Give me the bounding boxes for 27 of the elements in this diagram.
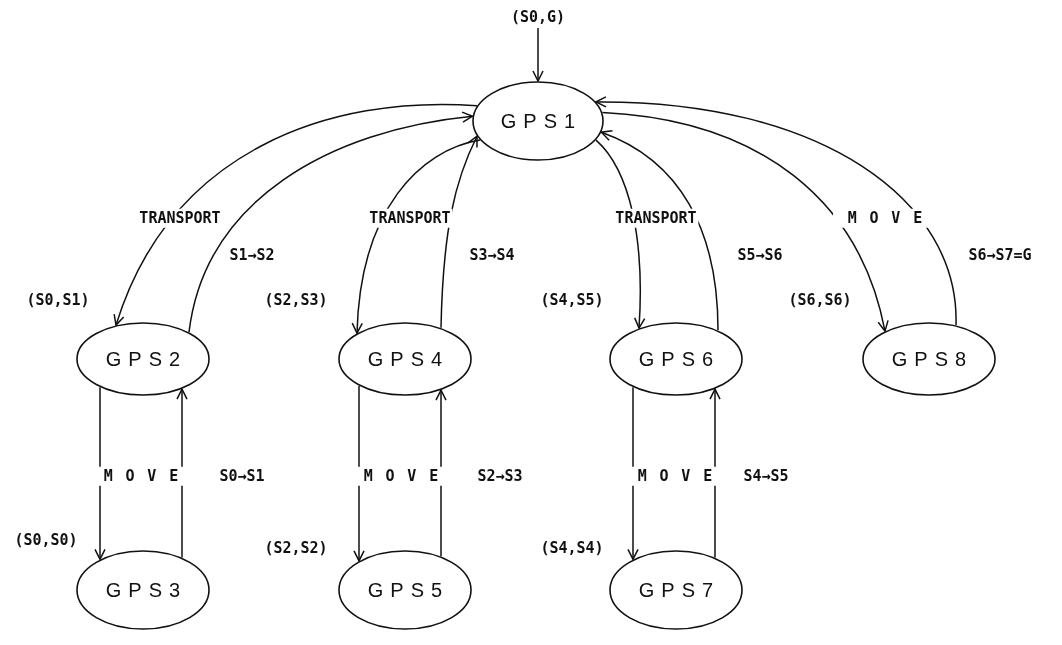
arrow [532, 27, 544, 82]
arrow [440, 135, 478, 329]
arrow [114, 103, 478, 326]
state-name: GPS2 [105, 347, 188, 371]
arrow [188, 111, 474, 333]
state-name: GPS6 [638, 347, 721, 371]
arrow [435, 389, 447, 557]
arrow [595, 139, 646, 329]
edge-label: TRANSPORT [613, 208, 699, 228]
arrow [627, 386, 639, 561]
arrow [176, 388, 188, 559]
arrow [601, 111, 889, 332]
edge-label: TRANSPORT [367, 208, 453, 228]
edge-label: TRANSPORT [137, 208, 223, 228]
arrow [595, 96, 957, 326]
arrow [709, 388, 721, 559]
state-name: GPS4 [367, 347, 450, 371]
state-name: GPS7 [638, 578, 721, 602]
arrow [351, 139, 481, 334]
state-name: GPS5 [367, 578, 450, 602]
arrow [600, 130, 719, 331]
state-name: GPS1 [500, 109, 583, 133]
arrow [94, 386, 106, 561]
state-name: GPS3 [105, 578, 188, 602]
arrow [353, 385, 365, 562]
state-name: GPS8 [891, 347, 974, 371]
state-tuple: (S0,G) [510, 8, 566, 26]
